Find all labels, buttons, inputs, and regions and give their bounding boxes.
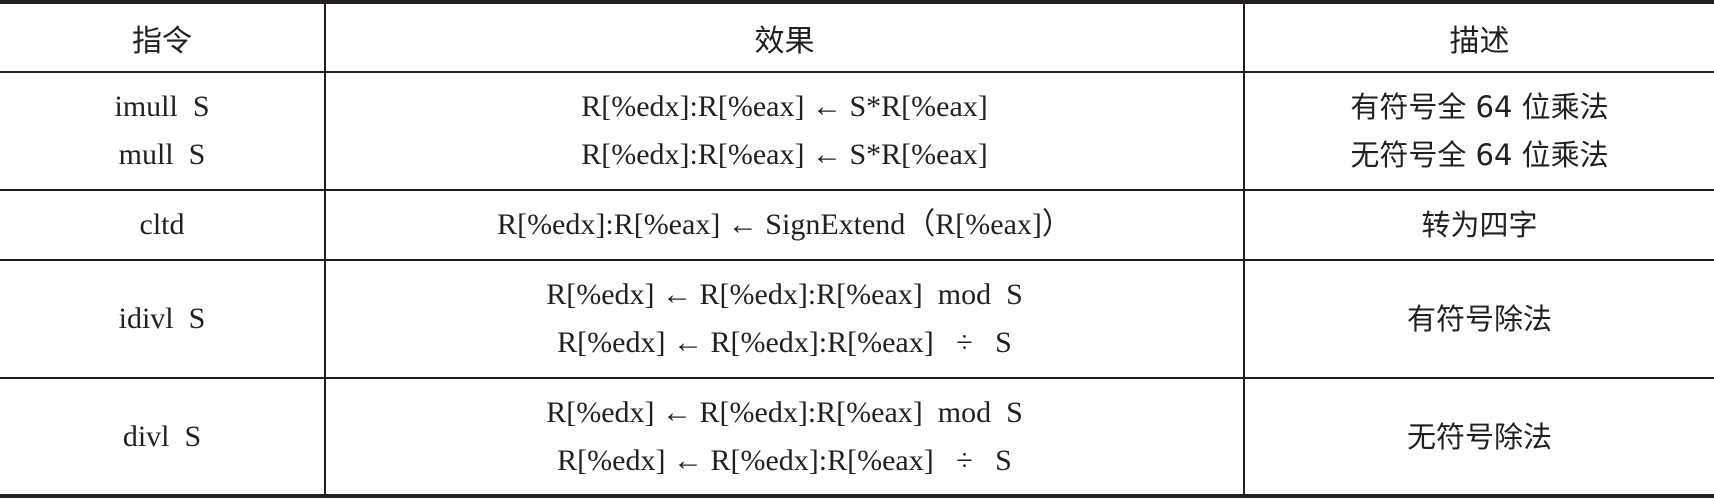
effect-text: R[%edx] ← R[%edx]:R[%eax] ÷ S [557, 443, 1012, 477]
effect-text: R[%edx]:R[%eax] ← S*R[%eax] [581, 90, 988, 123]
instruction-cell: idivl S [0, 260, 325, 379]
instruction-text: mull S [118, 138, 206, 171]
effect-cell: R[%edx] ← R[%edx]:R[%eax] mod S R[%edx] … [324, 260, 1244, 379]
effect-cell: R[%edx]:R[%eax] ← S*R[%eax] R[%edx]:R[%e… [324, 72, 1244, 191]
effect-text: R[%edx]:R[%eax] ← S*R[%eax] [581, 138, 988, 171]
header-effect: 效果 [324, 0, 1244, 73]
description-cell: 转为四字 [1243, 190, 1714, 261]
instruction-text: imull S [114, 90, 210, 123]
description-text: 转为四字 [1421, 208, 1538, 242]
instruction-text: cltd [139, 208, 185, 241]
table-row: idivl S R[%edx] ← R[%edx]:R[%eax] mod S … [0, 260, 1714, 379]
effect-cell: R[%edx] ← R[%edx]:R[%eax] mod S R[%edx] … [324, 378, 1244, 498]
effect-text: R[%edx] ← R[%edx]:R[%eax] mod S [546, 278, 1023, 311]
effect-text: R[%edx] ← R[%edx]:R[%eax] mod S [546, 395, 1023, 429]
table-row: divl S R[%edx] ← R[%edx]:R[%eax] mod S R… [0, 378, 1714, 498]
effect-text: R[%edx]:R[%eax] ← SignExtend（R[%eax]） [497, 208, 1072, 241]
effect-cell: R[%edx]:R[%eax] ← SignExtend（R[%eax]） [324, 190, 1244, 261]
description-cell: 有符号除法 [1243, 260, 1714, 379]
description-cell: 无符号除法 [1243, 378, 1714, 498]
table-row: imull S mull S R[%edx]:R[%eax] ← S*R[%ea… [0, 72, 1714, 191]
instruction-cell: cltd [0, 190, 325, 261]
description-cell: 有符号全 64 位乘法 无符号全 64 位乘法 [1243, 72, 1714, 191]
description-text: 有符号除法 [1406, 302, 1552, 336]
table-row: cltd R[%edx]:R[%eax] ← SignExtend（R[%eax… [0, 190, 1714, 261]
description-text: 有符号全 64 位乘法 [1350, 90, 1609, 124]
description-text: 无符号除法 [1406, 419, 1552, 454]
header-description: 描述 [1243, 0, 1714, 73]
effect-text: R[%edx] ← R[%edx]:R[%eax] ÷ S [557, 326, 1012, 359]
instruction-cell: imull S mull S [0, 72, 325, 191]
description-text: 无符号全 64 位乘法 [1350, 138, 1609, 172]
instruction-text: divl S [122, 419, 202, 453]
instruction-cell: divl S [0, 378, 325, 498]
header-row: 指令 效果 描述 [0, 0, 1714, 73]
instruction-text: idivl S [118, 302, 206, 335]
header-instruction: 指令 [0, 0, 325, 73]
